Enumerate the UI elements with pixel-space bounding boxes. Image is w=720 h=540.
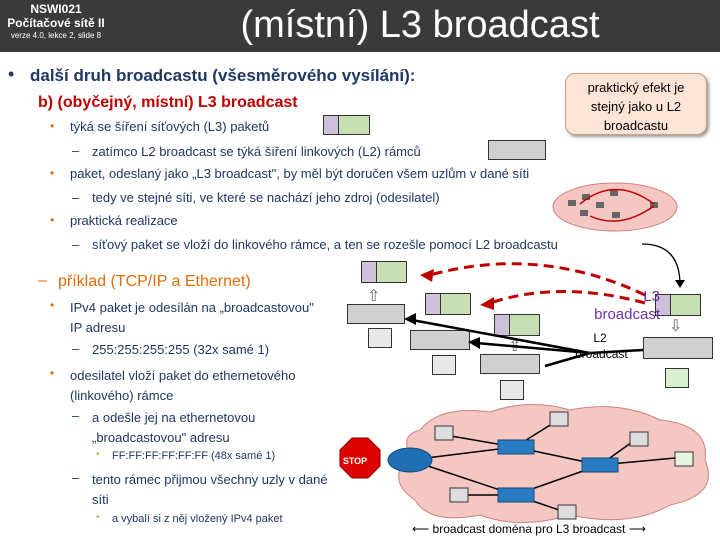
note-callout-text: praktický efekt je stejný jako u L2 broa… — [587, 80, 685, 133]
dash-marker: – — [72, 237, 80, 252]
computer-icon — [368, 328, 392, 348]
dash-marker: – — [72, 408, 80, 423]
l3-broadcast-label: L3 broadcast — [594, 288, 660, 323]
bullet-e1-sub: 255:255:255:255 (32x samé 1) — [92, 342, 270, 357]
computer-icon — [500, 380, 524, 400]
bullet-b3-sub: síťový paket se vloží do linkového rámce… — [92, 237, 558, 252]
l3-packet-icon — [425, 293, 471, 315]
domain-label-row: ⟵ broadcast doména pro L3 broadcast ⟶ — [412, 522, 646, 536]
bullet-e3-sub: a vybalí si z něj vložený IPv4 paket — [112, 513, 283, 525]
l2-frame-icon — [643, 337, 713, 359]
bullet-marker: • — [50, 298, 55, 312]
l2-frame-icon — [480, 354, 540, 374]
bullet-marker: • — [50, 119, 55, 133]
network-cloud-diagram — [339, 404, 709, 523]
small-network-cloud — [552, 182, 678, 232]
bullet-b2: paket, odeslaný jako „L3 broadcast", by … — [70, 166, 530, 181]
stop-sign-label: STOP — [342, 456, 368, 466]
bullet-e2: odesilatel vloží paket do ethernetového … — [70, 368, 296, 403]
up-arrow-icon: ⇧ — [367, 288, 381, 305]
bullet-marker: • — [50, 213, 55, 227]
bullet-marker: • — [8, 64, 15, 84]
right-arrow-icon: ⟶ — [628, 522, 646, 536]
bullet-marker: • — [96, 512, 100, 523]
bullet-b1-sub: zatímco L2 broadcast se týká šíření link… — [92, 144, 421, 159]
computer-icon — [665, 368, 689, 388]
l2-frame-icon — [488, 140, 546, 160]
dash-marker: – — [72, 341, 80, 356]
left-arrow-icon: ⟵ — [412, 522, 430, 536]
slide-header: NSWI021 Počítačové sítě II verze 4.0, le… — [0, 0, 720, 52]
main-bullet: další druh broadcastu (všesměrového vysí… — [30, 66, 416, 85]
bullet-e2-sub-sub: FF:FF:FF:FF:FF:FF (48x samé 1) — [112, 450, 276, 462]
l3-packet-icon — [361, 261, 407, 283]
bullet-marker: • — [50, 366, 55, 380]
course-code: NSWI021 — [30, 2, 82, 16]
example-heading: příklad (TCP/IP a Ethernet) — [58, 273, 251, 290]
broadcast-arrows — [404, 262, 646, 368]
domain-label: broadcast doména pro L3 broadcast — [432, 522, 626, 536]
l2-frame-icon — [410, 330, 470, 350]
flow-arrow — [641, 243, 685, 288]
bullet-marker: • — [50, 166, 55, 180]
l2-frame-icon — [347, 304, 405, 324]
dash-marker: – — [72, 143, 80, 158]
l3-packet-icon — [323, 115, 370, 135]
bullet-e3: tento rámec přijmou všechny uzly v dané … — [92, 472, 328, 507]
bullet-b2-sub: tedy ve stejné síti, ve které se nachází… — [92, 190, 440, 205]
bullet-b1: týká se šíření síťových (L3) paketů — [70, 119, 270, 134]
l2-broadcast-label: L2 broadcast — [575, 331, 628, 361]
l3-packet-icon — [494, 314, 540, 336]
down-arrow-icon: ⇩ — [669, 318, 683, 335]
bullet-marker: • — [96, 449, 100, 460]
bullet-e2-sub: a odešle jej na ethernetovou „broadcasto… — [92, 410, 256, 445]
dash-marker: – — [38, 272, 47, 289]
bullet-e1: IPv4 paket je odesílán na „broadcastovou… — [70, 300, 314, 335]
slide-version: verze 4.0, lekce 2, slide 8 — [10, 31, 102, 40]
note-callout: praktický efekt je stejný jako u L2 broa… — [565, 73, 707, 135]
l3-packet-icon — [655, 294, 701, 316]
dash-marker: – — [72, 190, 80, 205]
slide-title: (místní) L3 broadcast — [240, 4, 600, 46]
course-name: Počítačové sítě II — [7, 16, 105, 30]
computer-icon — [432, 355, 456, 375]
bullet-b3: praktická realizace — [70, 213, 178, 228]
dash-marker: – — [72, 470, 80, 485]
section-b-heading: b) (obyčejný, místní) L3 broadcast — [38, 94, 298, 111]
course-info: NSWI021 Počítačové sítě II verze 4.0, le… — [0, 2, 112, 42]
